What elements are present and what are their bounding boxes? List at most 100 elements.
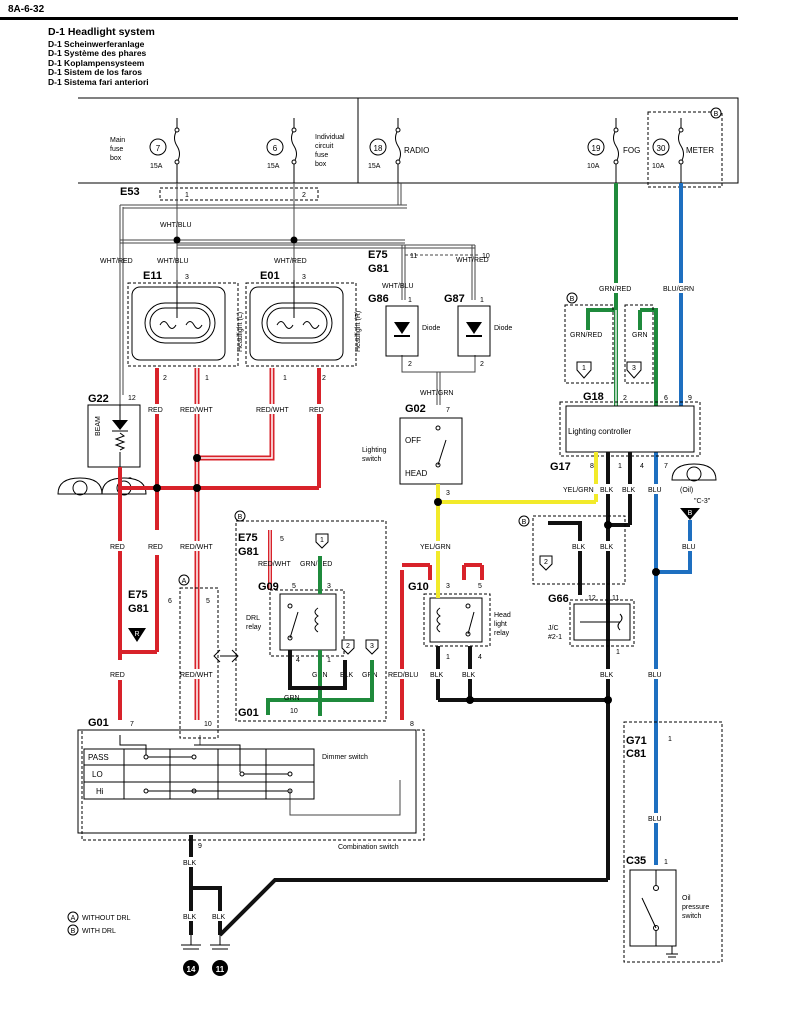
svg-text:3: 3 [446,490,450,497]
svg-text:Headlight (L): Headlight (L) [237,312,244,352]
svg-text:G01: G01 [238,707,259,719]
svg-text:LO: LO [92,770,103,779]
connector-e53: E53 1 2 [120,186,319,201]
svg-text:BEAM: BEAM [95,416,102,436]
variant-a-box: A [178,574,239,739]
svg-text:WHT/RED: WHT/RED [456,257,489,264]
fuse-6: 6 15A [266,118,297,183]
fuse-box-variant-badge: B [710,107,722,119]
connector-e75-top: E75 G81 11 10 [368,249,490,275]
svg-text:5: 5 [478,583,482,590]
svg-text:BLK: BLK [572,544,586,551]
drl-wires [266,556,374,716]
diagram-title: D-1 Headlight system [48,26,155,38]
svg-text:BLU: BLU [648,816,662,823]
svg-text:E75: E75 [368,249,388,261]
svg-text:E01: E01 [260,270,280,282]
svg-text:B: B [238,514,243,521]
svg-text:GRN: GRN [284,695,300,702]
blue-wires [654,183,692,865]
svg-text:7: 7 [130,721,134,728]
svg-text:A: A [182,578,187,585]
svg-text:"C-3": "C-3" [694,498,711,505]
svg-text:5: 5 [292,583,296,590]
lighting-switch-g02: G02 7 OFF HEAD Lighting switch 3 [362,403,463,497]
svg-text:switch: switch [362,456,382,463]
svg-text:4: 4 [478,654,482,661]
svg-text:1: 1 [408,297,412,304]
svg-text:FOG: FOG [623,146,640,155]
svg-text:WITHOUT DRL: WITHOUT DRL [82,915,131,922]
junction-connector-g66: B 2 G66 12 11 J/C #2-1 1 [518,515,635,656]
svg-text:8: 8 [590,463,594,470]
svg-text:G66: G66 [548,593,569,605]
svg-text:1: 1 [664,859,668,866]
svg-text:4: 4 [640,463,644,470]
connector-g01-drl: G01 10 GRN [238,695,300,719]
svg-text:10: 10 [204,721,212,728]
fuse-19-fog: 19 10A FOG [587,118,640,183]
oil-meter-icon: (Oil) "C-3" B [671,463,717,520]
svg-text:WHT/RED: WHT/RED [274,258,307,265]
svg-text:C35: C35 [626,855,646,867]
svg-text:10: 10 [482,253,490,260]
svg-text:9: 9 [688,395,692,402]
svg-text:circuit: circuit [315,143,333,150]
svg-text:10: 10 [290,708,298,715]
lighting-controller-g18: G18 2 6 9 Lighting controller 8 1 4 7 [559,391,701,470]
title-block: D-1 Headlight system D-1 Scheinwerferanl… [48,26,155,87]
svg-text:BLK: BLK [600,544,614,551]
svg-text:GRN/RED: GRN/RED [599,286,631,293]
controller-outputs [606,452,632,472]
svg-text:1: 1 [446,654,450,661]
svg-text:RED: RED [148,544,163,551]
junction-red-1 [153,484,161,492]
svg-text:box: box [315,161,327,168]
svg-text:G17: G17 [550,461,571,473]
svg-text:BLK: BLK [462,672,476,679]
subtitle-fr: D-1 Système des phares [48,48,147,58]
svg-text:BLK: BLK [183,914,197,921]
svg-text:PASS: PASS [88,753,109,762]
fuse-18-radio: 18 15A RADIO [368,118,429,183]
svg-text:box: box [110,155,122,162]
svg-text:relay: relay [494,630,510,637]
svg-text:1: 1 [480,297,484,304]
svg-text:WITH DRL: WITH DRL [82,928,116,935]
svg-text:E75: E75 [238,532,258,544]
svg-text:BLU: BLU [648,672,662,679]
svg-text:1: 1 [283,375,287,382]
svg-text:1: 1 [668,736,672,743]
svg-text:BLK: BLK [212,914,226,921]
svg-text:2: 2 [322,375,326,382]
svg-text:WHT/RED: WHT/RED [100,258,133,265]
svg-text:RED/WHT: RED/WHT [180,407,213,414]
svg-text:6: 6 [273,144,278,153]
svg-text:BLK: BLK [430,672,444,679]
svg-text:pressure: pressure [682,904,709,911]
svg-text:11: 11 [612,595,619,602]
svg-text:G81: G81 [238,546,259,558]
svg-text:WHT/BLU: WHT/BLU [382,283,414,290]
svg-text:Dimmer switch: Dimmer switch [322,754,368,761]
oil-pressure-switch-c35: C35 1 Oil pressure switch [626,855,709,958]
svg-text:1: 1 [185,192,189,199]
svg-text:GRN: GRN [632,332,648,339]
green-wires [586,183,658,406]
svg-text:J/C: J/C [548,625,559,632]
svg-text:5: 5 [280,536,284,543]
blue-labels: BLU/GRN BLU BLU BLU BLU [646,283,700,823]
legend: A WITHOUT DRL B WITH DRL [67,911,131,936]
diode-g86: G86 Diode 1 2 [368,293,440,368]
black-labels: BLK BLK BLK BLK BLK BLK BLK BLK BLK BLK [181,484,640,921]
thin-wires [119,183,480,816]
svg-text:RED: RED [148,407,163,414]
connector-g71: G71 C81 1 [623,721,723,963]
svg-text:1: 1 [205,375,209,382]
svg-text:RED/WHT: RED/WHT [180,672,213,679]
svg-text:#2-1: #2-1 [548,634,562,641]
svg-text:B: B [71,928,76,935]
svg-text:YEL/GRN: YEL/GRN [420,544,451,551]
svg-text:30: 30 [657,144,666,153]
svg-text:15A: 15A [150,163,163,170]
